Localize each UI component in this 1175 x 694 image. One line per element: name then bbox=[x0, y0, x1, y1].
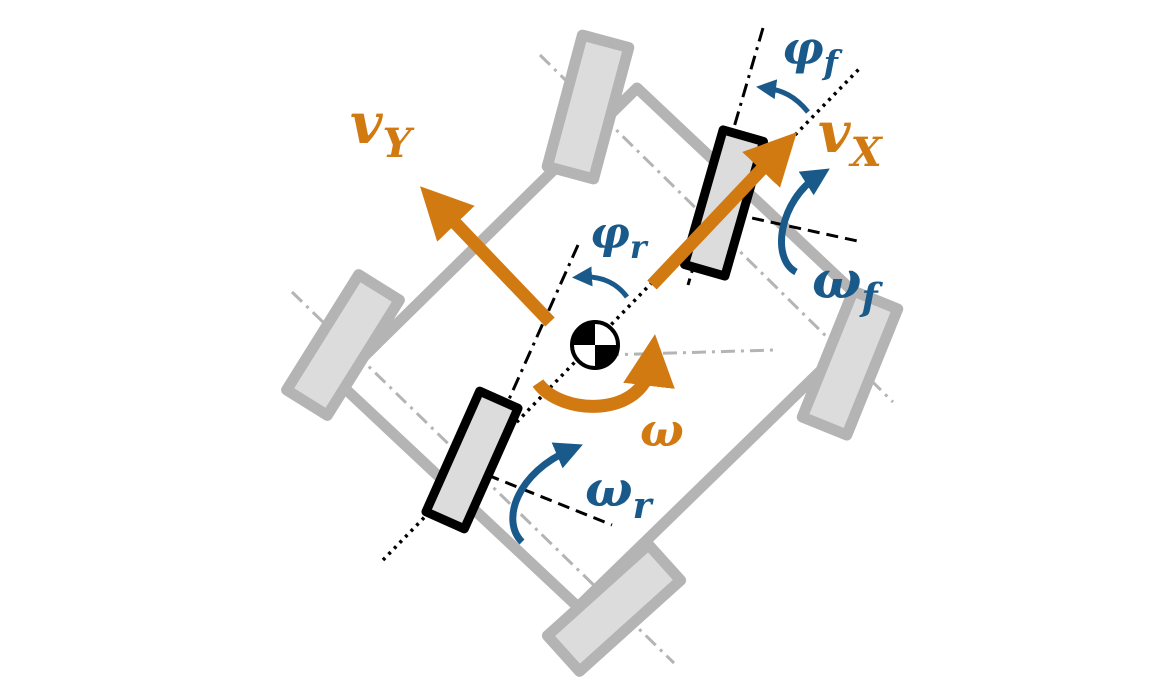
rear-wheel-axle-line bbox=[469, 466, 613, 527]
rear-steer-angle-arrow bbox=[572, 266, 630, 299]
omega-f-label: ωf bbox=[812, 250, 884, 319]
phi-f-label: φf bbox=[782, 21, 843, 82]
front-wheel-spin-arrow bbox=[778, 168, 830, 276]
rear-wheel-spin-arrow bbox=[509, 442, 583, 545]
gray-wheel-front-left bbox=[541, 29, 635, 185]
vehicle-wheels bbox=[281, 29, 904, 677]
gray-wheel-rear-right bbox=[541, 539, 687, 677]
yaw-rate-arrow bbox=[532, 334, 675, 413]
front-steer-angle-arrow bbox=[756, 79, 810, 114]
omega-r-label: ωr bbox=[585, 459, 655, 527]
omega-label: ω bbox=[640, 403, 684, 457]
center-of-mass-icon bbox=[570, 320, 620, 370]
phi-r-label: φr bbox=[590, 208, 649, 266]
gray-wheel-rear-left bbox=[281, 269, 405, 421]
lateral-line bbox=[604, 348, 776, 357]
bicycle-rear-wheel bbox=[421, 386, 523, 534]
vx-velocity-arrow bbox=[647, 132, 797, 290]
gray-wheel-front-right bbox=[796, 285, 904, 441]
vy-label: vY bbox=[350, 91, 415, 167]
vy-velocity-arrow bbox=[420, 186, 555, 327]
rear-wheel-heading-line bbox=[453, 244, 580, 521]
vx-label: vX bbox=[818, 100, 884, 176]
